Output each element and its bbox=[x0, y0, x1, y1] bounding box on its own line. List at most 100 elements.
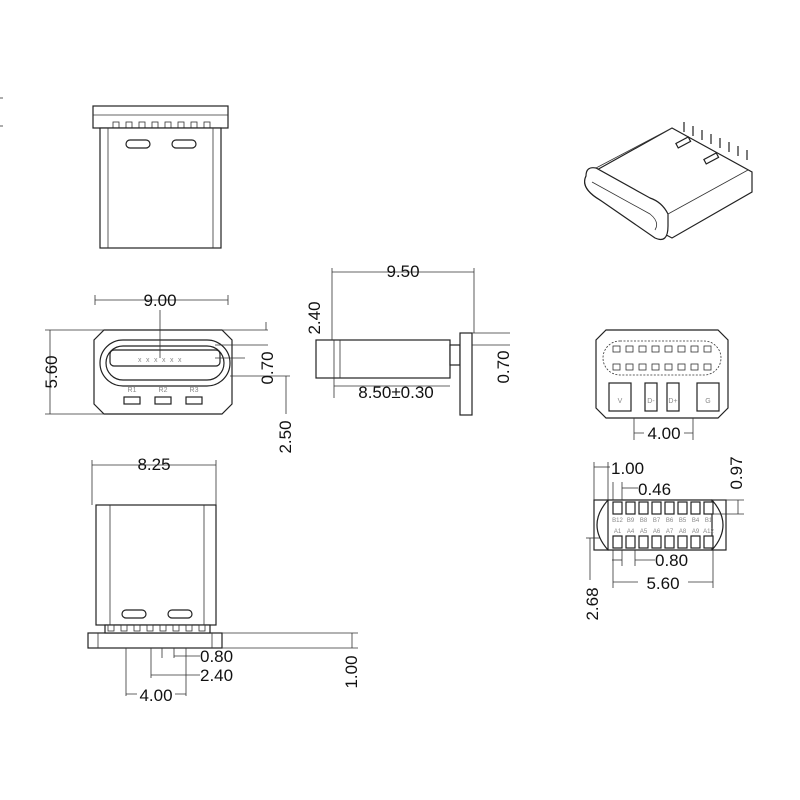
bottom-view: 8.25 0.80 2.40 4.00 1.00 bbox=[87, 455, 361, 705]
pin bbox=[690, 363, 699, 371]
footprint-pad bbox=[677, 535, 688, 549]
pin bbox=[638, 363, 647, 371]
dim-front-height: 5.60 bbox=[42, 355, 61, 388]
resistor-pad bbox=[185, 396, 203, 405]
contact-mark: x bbox=[138, 357, 142, 364]
pin-label-top: B4 bbox=[692, 518, 700, 524]
resistor-label: R1 bbox=[128, 387, 137, 394]
pin bbox=[690, 345, 699, 353]
dim-side-flange: 0.70 bbox=[494, 350, 513, 383]
pin bbox=[625, 363, 634, 371]
pin-label-top: B12 bbox=[612, 518, 623, 524]
pin bbox=[198, 624, 206, 632]
pin bbox=[159, 624, 167, 632]
pin bbox=[120, 624, 128, 632]
pin bbox=[651, 345, 660, 353]
dim-bottom-height: 1.00 bbox=[342, 655, 361, 688]
pin bbox=[638, 345, 647, 353]
rear-pad bbox=[608, 382, 632, 412]
pin-label-top: B5 bbox=[679, 518, 687, 524]
pin-label-bottom: A12 bbox=[703, 529, 714, 535]
pin bbox=[625, 345, 634, 353]
footprint-pad bbox=[625, 501, 636, 515]
footprint-pad bbox=[664, 501, 675, 515]
pin bbox=[677, 345, 686, 353]
rear-pad bbox=[644, 382, 658, 412]
rear-pad-label: G bbox=[705, 398, 710, 405]
side-view: 9.50 2.40 8.50±0.30 0.70 bbox=[305, 262, 513, 416]
footprint-pad bbox=[690, 501, 701, 515]
pin bbox=[664, 345, 673, 353]
dim-bottom-span1: 2.40 bbox=[200, 666, 233, 685]
footprint-pad bbox=[703, 501, 714, 515]
rear-pad-label: D+ bbox=[668, 398, 677, 405]
pin bbox=[677, 363, 686, 371]
pin-label-top: B9 bbox=[627, 518, 635, 524]
dim-fp-pitch: 0.80 bbox=[655, 551, 688, 570]
pin bbox=[612, 363, 621, 371]
footprint-pad bbox=[612, 501, 623, 515]
pin-label-bottom: A5 bbox=[640, 529, 648, 535]
pin bbox=[703, 345, 712, 353]
dim-bottom-width: 8.25 bbox=[137, 455, 170, 474]
pin bbox=[185, 624, 193, 632]
pin bbox=[146, 624, 154, 632]
dim-side-height: 2.40 bbox=[305, 301, 324, 334]
pin-label-bottom: A6 bbox=[653, 529, 661, 535]
footprint-pad bbox=[612, 535, 623, 549]
dim-side-body: 8.50±0.30 bbox=[358, 383, 434, 402]
footprint-pad bbox=[638, 501, 649, 515]
resistor-label: R2 bbox=[159, 387, 168, 394]
rear-pad-label: D- bbox=[647, 398, 655, 405]
footprint-pad bbox=[677, 501, 688, 515]
pin-label-top: B1 bbox=[705, 518, 713, 524]
dim-bottom-pitch: 0.80 bbox=[200, 647, 233, 666]
pin bbox=[133, 624, 141, 632]
isometric-view bbox=[584, 122, 753, 241]
rear-pad bbox=[666, 382, 680, 412]
dim-fp-row-offset: 0.97 bbox=[727, 456, 746, 489]
resistor-pad bbox=[154, 396, 172, 405]
contact-mark: x bbox=[170, 357, 174, 364]
footprint-pad bbox=[651, 501, 662, 515]
pin-label-bottom: A7 bbox=[666, 529, 674, 535]
pin-label-top: B6 bbox=[666, 518, 674, 524]
rear-pad bbox=[696, 382, 720, 412]
contact-mark: x bbox=[154, 357, 158, 364]
contact-mark: x bbox=[178, 357, 182, 364]
dim-fp-span: 5.60 bbox=[646, 574, 679, 593]
resistor-label: R3 bbox=[190, 387, 199, 394]
pin-label-bottom: A8 bbox=[679, 529, 687, 535]
footprint-pad bbox=[690, 535, 701, 549]
rear-pad-label: V bbox=[618, 398, 623, 405]
dim-front-mouth: 0.70 bbox=[258, 351, 277, 384]
pin-label-bottom: A1 bbox=[614, 529, 622, 535]
pin bbox=[651, 363, 660, 371]
footprint-pad bbox=[625, 535, 636, 549]
footprint-pad bbox=[651, 535, 662, 549]
pin bbox=[612, 345, 621, 353]
top-view bbox=[92, 105, 229, 249]
dim-fp-depth: 2.68 bbox=[583, 587, 602, 620]
resistor-pad bbox=[123, 396, 141, 405]
dim-bottom-span2: 4.00 bbox=[139, 686, 172, 705]
dim-front-width: 9.00 bbox=[143, 291, 176, 310]
page-edge-marks bbox=[0, 97, 3, 127]
footprint-pad bbox=[638, 535, 649, 549]
pin-label-top: B8 bbox=[640, 518, 648, 524]
pin-label-bottom: A9 bbox=[692, 529, 700, 535]
pin bbox=[703, 363, 712, 371]
dim-fp-pad-width: 0.46 bbox=[638, 480, 671, 499]
pin bbox=[664, 363, 673, 371]
contact-mark: x bbox=[146, 357, 150, 364]
contact-mark: x bbox=[162, 357, 166, 364]
pin bbox=[107, 624, 115, 632]
dim-fp-shell: 1.00 bbox=[611, 459, 644, 478]
pin-label-bottom: A4 bbox=[627, 529, 635, 535]
dim-front-offset: 2.50 bbox=[276, 420, 295, 453]
